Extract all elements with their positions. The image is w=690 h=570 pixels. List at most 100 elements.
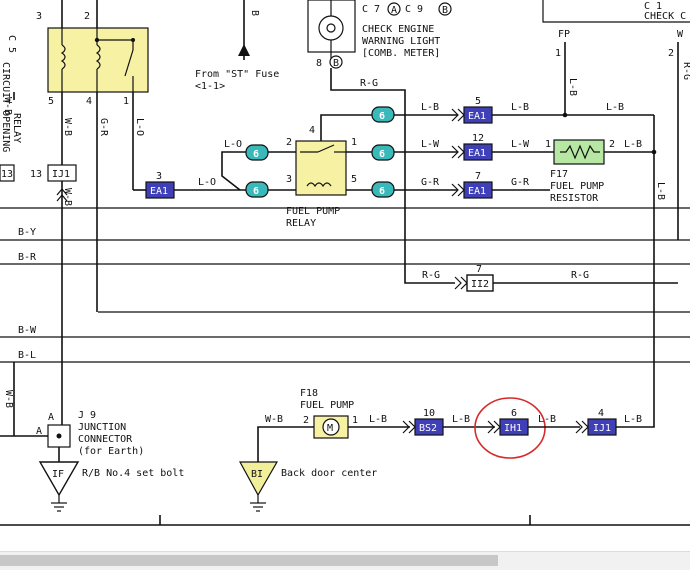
ground-triangle-icon (238, 461, 279, 497)
c5-pin-2: 2 (84, 11, 90, 22)
wire-label-wb-pump: W-B (265, 414, 283, 425)
ground-if-desc: R/B No.4 set bolt (82, 468, 184, 479)
wire-label-rg-ii2a: R-G (422, 270, 440, 281)
c5-coil-left (60, 44, 66, 70)
fpr-name-line1: FUEL PUMP (286, 206, 340, 217)
resistor-code: F17 (550, 169, 568, 180)
wire-rg (330, 68, 455, 284)
wire-label-rg-right: R-G (681, 62, 690, 80)
ea1-label: EA1 (468, 148, 486, 159)
ij1-arrow-icon (56, 188, 68, 202)
c7-code: C 7 (362, 4, 380, 15)
check-engine-pin-8: 8 (316, 58, 322, 69)
bs2-pin: 10 (423, 408, 435, 419)
horizontal-scrollbar[interactable] (0, 551, 690, 570)
wire-label-w: W (677, 29, 684, 40)
j9-line1: JUNCTION (78, 422, 126, 433)
fpr-switch (317, 144, 335, 153)
c9-code: C 9 (405, 4, 423, 15)
wire-label-lb-b3: L-B (538, 414, 556, 425)
terminal-6-label: 6 (379, 111, 385, 122)
ea1-connector-low: EA1 7 (451, 171, 493, 199)
resistor-pin-2: 2 (609, 139, 615, 150)
st-fuse-line2: <1-1> (195, 81, 225, 92)
ea1-label: EA1 (468, 111, 486, 122)
terminal-block: 6 (371, 181, 395, 198)
c5-node (131, 38, 135, 42)
fpr-pin-4: 4 (309, 125, 315, 136)
ii2-label: II2 (471, 279, 489, 290)
check-c1-name: CHECK C (644, 11, 686, 22)
terminal-block: 6 (245, 181, 269, 198)
wire-lo-loop (221, 151, 250, 191)
wire-label-fp: FP (558, 29, 570, 40)
fuel-pump-pin-1: 1 (352, 415, 358, 426)
highlight-circle (474, 397, 546, 459)
ea1-connector-left: EA1 3 (145, 171, 175, 199)
wire-label-wb: W-B (62, 118, 73, 136)
check-engine-line1: CHECK ENGINE (362, 24, 434, 35)
ij1-left-connector (47, 164, 77, 182)
fuel-pump-pin-2: 2 (303, 415, 309, 426)
fpr-pin-3: 3 (286, 174, 292, 185)
terminal-6-label: 6 (379, 186, 385, 197)
wire-label-lb-top-left: L-B (511, 102, 529, 113)
ea1-connector-top: EA1 5 (451, 96, 493, 124)
fuel-pump-name: FUEL PUMP (300, 400, 354, 411)
ih1-pin: 6 (511, 408, 517, 419)
ea1-pin: 7 (475, 171, 481, 182)
ii2-pin: 7 (476, 264, 482, 275)
check-c1-code: C 1 (644, 1, 662, 12)
ij1-left-label: IJ1 (52, 169, 70, 180)
wire-label-wb-lower: W-B (62, 188, 73, 206)
wire-label-wb-left: W-B (2, 97, 13, 115)
terminal-6-left-lower (245, 181, 269, 198)
resistor-pin-1: 1 (545, 139, 551, 150)
ea1-pin: 3 (156, 171, 162, 182)
wire-label-lo-mid: L-O (224, 139, 242, 150)
ground-bi-desc: Back door center (281, 468, 377, 479)
check-engine-pin-circle (329, 55, 343, 69)
c5-pin-4: 4 (86, 96, 92, 107)
terminal-block: 6 (371, 106, 395, 123)
check-engine-pin-b: B (333, 58, 339, 69)
ea1-label: EA1 (468, 186, 486, 197)
fpr-pin-5: 5 (351, 174, 357, 185)
wire-wb-pump (257, 426, 314, 462)
ea1-pin: 12 (472, 133, 484, 144)
bus-label-by: B-Y (18, 227, 36, 238)
c5-pin-3: 3 (36, 11, 42, 22)
c5-pin-1: 1 (123, 96, 129, 107)
wire-label-rg: R-G (360, 78, 378, 89)
wire-relay-4 (320, 114, 374, 141)
ij1-label: IJ1 (593, 423, 611, 434)
scrollbar-thumb[interactable] (0, 555, 498, 566)
motor-icon (322, 418, 340, 436)
wire-label-lb-conn: L-B (421, 102, 439, 113)
bs2-label: BS2 (419, 423, 437, 434)
fpr-pin-1: 1 (351, 137, 357, 148)
check-engine-line3: [COMB. METER] (362, 48, 440, 59)
terminal-6-left-upper (245, 144, 269, 161)
wire-label-lb-top-right: L-B (606, 102, 624, 113)
wire-label-lb-b4: L-B (624, 414, 642, 425)
st-fuse-line1: From "ST" Fuse (195, 69, 279, 80)
check-engine-line2: WARNING LIGHT (362, 36, 440, 47)
terminal-block: 6 (371, 144, 395, 161)
terminal-6-label: 6 (379, 149, 385, 160)
c7-pin: A (391, 5, 397, 16)
j9-line2: CONNECTOR (78, 434, 133, 445)
ij1-side-pin: 13 (1, 169, 13, 180)
wire-label-gr-right: G-R (511, 177, 530, 188)
wire-lb-b4 (616, 425, 655, 428)
c9-pin: B (442, 5, 448, 16)
fuel-pump-code: F18 (300, 388, 318, 399)
ij1-bottom-connector: IJ1 4 (575, 408, 617, 436)
c5-name-line2: RELAY (11, 113, 22, 143)
ground-triangle-icon (38, 461, 80, 497)
wire-label-gr-mid: G-R (421, 177, 440, 188)
ea1-pin: 5 (475, 96, 481, 107)
st-fuse-arrow-icon (238, 44, 250, 56)
wire-label-rg-ii2b: R-G (571, 270, 589, 281)
c5-code: C 5 (6, 35, 17, 53)
